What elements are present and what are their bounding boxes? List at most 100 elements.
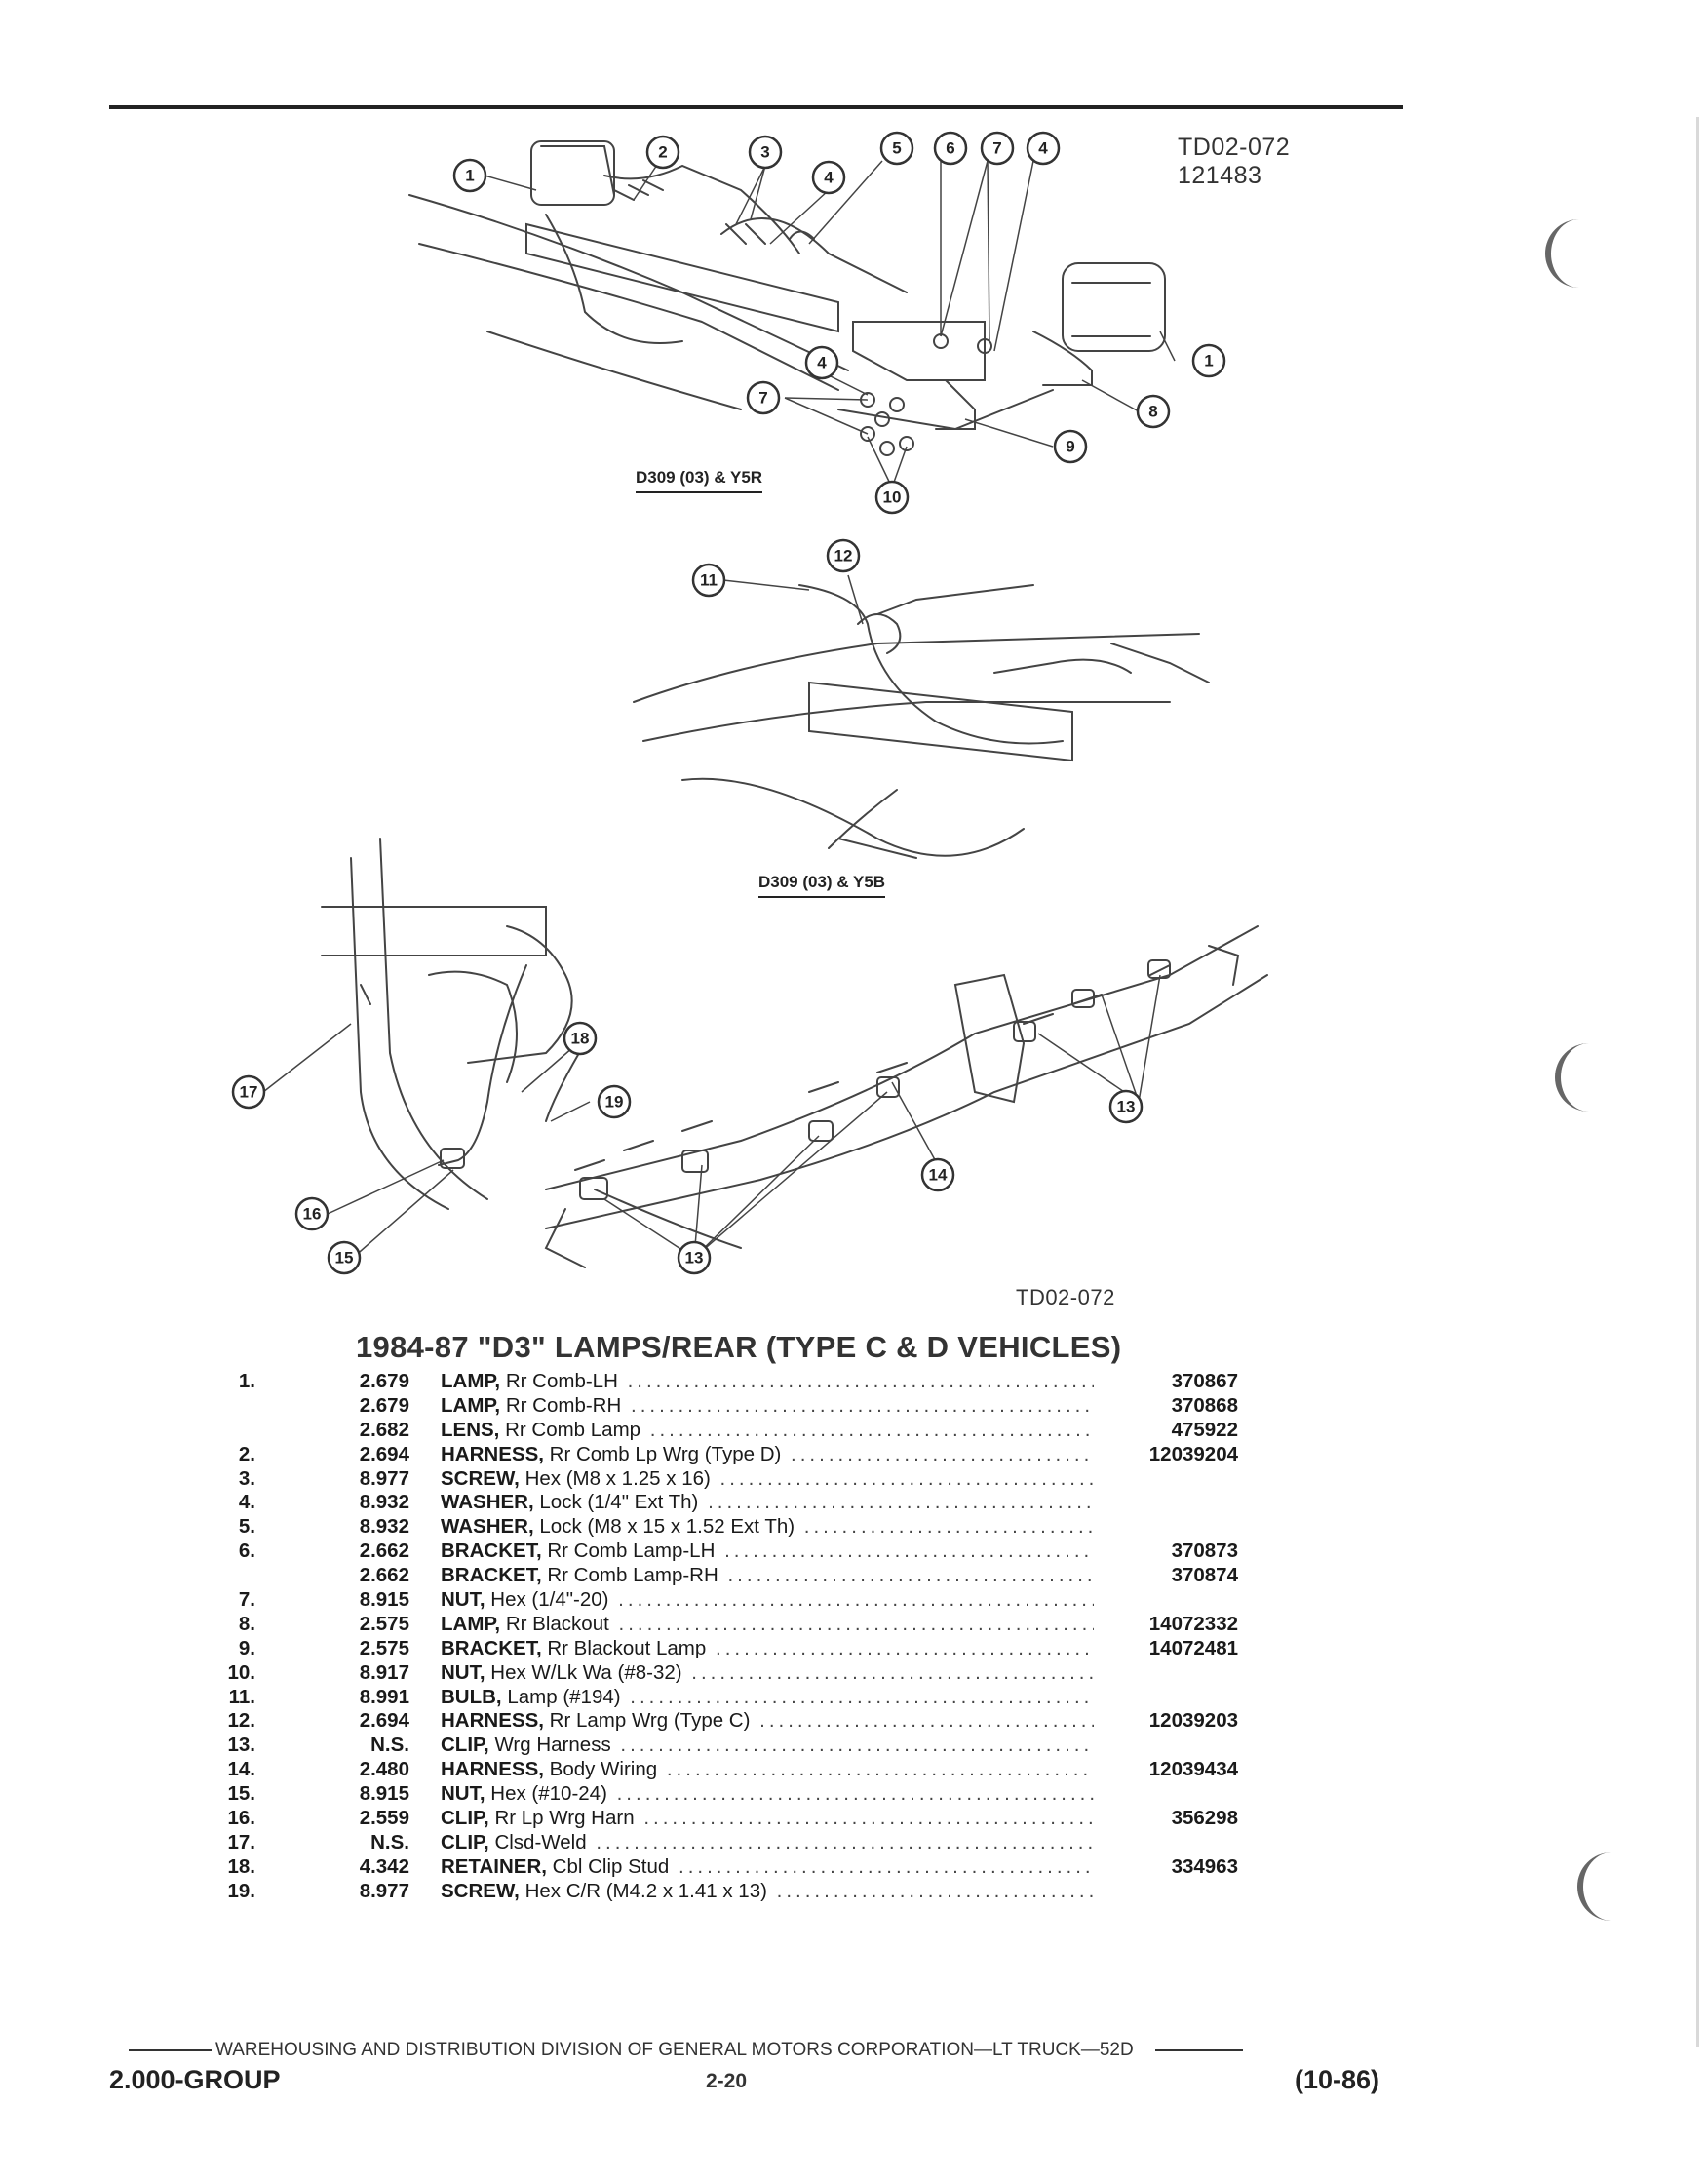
- leader-dots: ........................................…: [649, 1418, 1094, 1441]
- part-index: 1.: [238, 1370, 255, 1392]
- part-description: RETAINER, Cbl Clip Stud ................…: [441, 1855, 1094, 1880]
- part-description: WASHER, Lock (1/4" Ext Th) .............…: [441, 1491, 1094, 1515]
- footer-text: WAREHOUSING AND DISTRIBUTION DIVISION OF…: [215, 2040, 1134, 2060]
- callout-4b: 4: [1038, 139, 1048, 158]
- view-label-y5r: D309 (03) & Y5R: [636, 468, 763, 493]
- part-index: 17.: [227, 1830, 256, 1853]
- leader-dots: ........................................…: [630, 1393, 1094, 1417]
- part-number: 356298: [1171, 1807, 1238, 1830]
- callout-2: 2: [658, 143, 667, 162]
- part-index: 5.: [238, 1515, 255, 1539]
- part-group-code: 8.991: [359, 1685, 409, 1708]
- leader-dots: ........................................…: [666, 1758, 1094, 1781]
- callout-13b: 13: [685, 1249, 704, 1268]
- part-name: NUT,: [441, 1782, 485, 1806]
- top-rule: [109, 105, 1403, 109]
- page-number: 2-20: [706, 2070, 748, 2092]
- table-row: 14. 2.480 HARNESS, Body Wiring ...........…: [205, 1758, 1248, 1782]
- part-name: NUT,: [441, 1588, 485, 1612]
- part-group-code: 2.480: [359, 1758, 409, 1781]
- part-description: NUT, Hex (1/4"-20) .....................…: [441, 1588, 1094, 1613]
- part-number: 334963: [1171, 1854, 1238, 1878]
- part-number: 14072481: [1148, 1636, 1238, 1659]
- part-name: LAMP,: [441, 1612, 501, 1635]
- part-detail: Hex W/Lk Wa (#8-32): [490, 1660, 682, 1684]
- leader-dots: ........................................…: [618, 1612, 1095, 1635]
- part-index: 6.: [238, 1540, 255, 1563]
- part-group-code: 4.342: [359, 1854, 409, 1878]
- part-index: 15.: [227, 1782, 256, 1806]
- leader-dots: ........................................…: [630, 1685, 1094, 1708]
- callout-3: 3: [760, 143, 769, 162]
- leader-dots: ........................................…: [776, 1879, 1094, 1902]
- part-name: SCREW,: [441, 1466, 520, 1490]
- part-index: 12.: [227, 1709, 256, 1733]
- part-detail: Lamp (#194): [507, 1685, 621, 1708]
- part-detail: Hex (M8 x 1.25 x 16): [524, 1466, 711, 1490]
- callout-16: 16: [303, 1205, 322, 1224]
- part-group-code: 8.917: [359, 1660, 409, 1684]
- part-name: BRACKET,: [441, 1540, 542, 1563]
- part-index: 14.: [227, 1758, 256, 1781]
- exploded-view-diagram: 1 2 3 4 5 6 7 4 1 8 9 10 7 4 11 12 17 18…: [231, 131, 1268, 1275]
- page-edge: [1696, 117, 1699, 2048]
- figure-code-bottom: TD02-072: [1016, 1285, 1115, 1309]
- part-detail: Rr Lp Wrg Harn: [494, 1807, 635, 1830]
- part-index: 11.: [228, 1685, 255, 1708]
- figure-code: TD02-072: [1178, 134, 1291, 161]
- callout-12: 12: [834, 547, 853, 566]
- part-index: 7.: [238, 1588, 255, 1612]
- leader-dots: ........................................…: [627, 1370, 1094, 1392]
- part-detail: Rr Comb-RH: [505, 1393, 622, 1417]
- part-name: SCREW,: [441, 1879, 520, 1902]
- page-title: 1984-87 "D3" LAMPS/REAR (TYPE C & D VEHI…: [356, 1330, 1122, 1364]
- part-description: HARNESS, Body Wiring ...................…: [441, 1758, 1094, 1782]
- part-description: SCREW, Hex (M8 x 1.25 x 16) ............…: [441, 1467, 1094, 1492]
- callout-15: 15: [335, 1249, 354, 1268]
- part-description: BRACKET, Rr Comb Lamp-LH ...............…: [441, 1540, 1094, 1564]
- leader-dots: ........................................…: [708, 1491, 1094, 1514]
- footer-publisher: WAREHOUSING AND DISTRIBUTION DIVISION OF…: [125, 2040, 1247, 2061]
- part-index: 16.: [227, 1807, 256, 1830]
- part-detail: Rr Comb Lamp-RH: [547, 1564, 718, 1587]
- part-name: WASHER,: [441, 1515, 534, 1539]
- leader-dots: ........................................…: [791, 1442, 1094, 1465]
- part-name: CLIP,: [441, 1734, 489, 1757]
- part-detail: Clsd-Weld: [494, 1830, 587, 1853]
- part-detail: Rr Comb Lamp: [505, 1418, 641, 1441]
- view-label-y5b: D309 (03) & Y5B: [758, 873, 886, 898]
- callout-17: 17: [240, 1083, 258, 1102]
- part-name: CLIP,: [441, 1807, 489, 1830]
- part-group-code: 2.679: [359, 1370, 409, 1392]
- part-index: 19.: [227, 1879, 256, 1902]
- part-detail: Wrg Harness: [494, 1734, 611, 1757]
- group-label: 2.000-GROUP: [109, 2065, 281, 2094]
- part-detail: Lock (1/4" Ext Th): [539, 1491, 699, 1514]
- part-detail: Cbl Clip Stud: [552, 1854, 670, 1878]
- part-group-code: 8.977: [359, 1879, 409, 1902]
- leader-dots: ........................................…: [596, 1830, 1094, 1853]
- part-description: BRACKET, Rr Comb Lamp-RH ...............…: [441, 1564, 1094, 1588]
- part-description: NUT, Hex W/Lk Wa (#8-32) ...............…: [441, 1661, 1094, 1686]
- leader-dots: ........................................…: [759, 1709, 1094, 1733]
- part-group-code: 2.662: [359, 1564, 409, 1587]
- part-group-code: 8.932: [359, 1515, 409, 1539]
- leader-dots: ........................................…: [679, 1854, 1094, 1878]
- leader-dots: ........................................…: [727, 1564, 1094, 1587]
- leader-dots: ........................................…: [803, 1515, 1094, 1539]
- part-description: CLIP, Rr Lp Wrg Harn ...................…: [441, 1807, 1094, 1831]
- table-row: 2.662 BRACKET, Rr Comb Lamp-RH ..........…: [205, 1564, 1248, 1588]
- part-group-code: 2.662: [359, 1540, 409, 1563]
- part-description: SCREW, Hex C/R (M4.2 x 1.41 x 13) ......…: [441, 1880, 1094, 1904]
- part-name: LAMP,: [441, 1370, 501, 1392]
- part-group-code: 2.694: [359, 1442, 409, 1465]
- part-description: CLIP, Clsd-Weld ........................…: [441, 1831, 1094, 1855]
- callout-7: 7: [992, 139, 1001, 158]
- part-number: 12039203: [1148, 1709, 1238, 1733]
